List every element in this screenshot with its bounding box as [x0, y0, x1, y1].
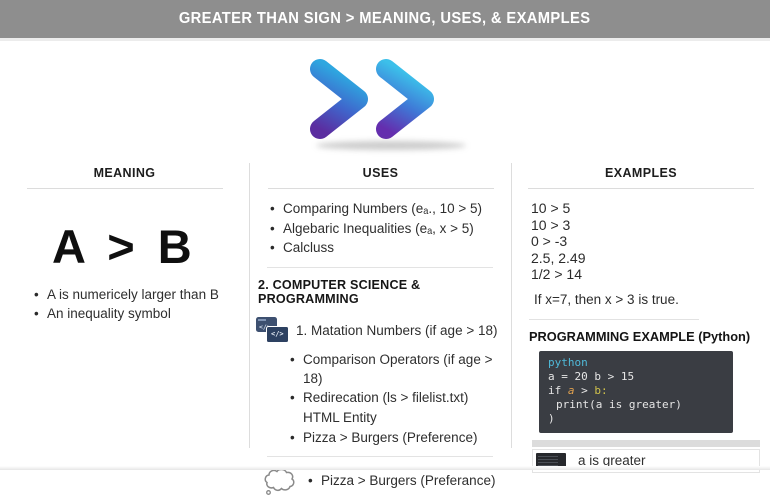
- bottom-edge-strip: [0, 466, 770, 470]
- code-line: python: [548, 356, 724, 370]
- uses-bullet-list: Comparing Numbers (eₐ., 10 > 5) Algebari…: [270, 199, 511, 258]
- chevron-shadow: [316, 141, 466, 150]
- examples-list: 10 > 5 10 > 3 0 > -3 2.5, 2.49 1/2 > 14: [531, 200, 770, 283]
- header-bar: GREATER THAN SIGN > MEANING, USES, & EXA…: [0, 0, 770, 38]
- double-greater-than-icon: [310, 59, 434, 139]
- output-scrollbar-strip: [532, 439, 760, 447]
- thought-bubble-icon: [264, 468, 295, 495]
- list-item: An inequality symbol: [34, 304, 249, 323]
- uses-preference-item: Pizza > Burgers (Preference): [290, 428, 511, 447]
- code-window-front-icon: [266, 325, 289, 343]
- code-lang-label: python: [548, 355, 588, 369]
- list-item: Calcluss: [270, 238, 511, 258]
- thought-item: Pizza > Burgers (Preferance): [308, 473, 495, 488]
- uses-column: USES Comparing Numbers (eₐ., 10 > 5) Alg…: [249, 163, 511, 495]
- chevron-1-icon: [310, 59, 368, 139]
- thought-row: Pizza > Burgers (Preferance): [263, 466, 511, 496]
- meaning-heading-rule: [26, 188, 223, 189]
- examples-note: If x=7, then x > 3 is true.: [534, 291, 679, 307]
- meaning-column: MEANING A > B A is numericely larger tha…: [0, 163, 249, 448]
- list-item: Comparison Operators (if age > 18): [290, 350, 511, 388]
- uses-heading-rule: [267, 188, 494, 189]
- uses-section2-heading: 2. COMPUTER SCIENCE & PROGRAMMING: [258, 277, 421, 306]
- example-item: 0 > -3: [531, 233, 568, 249]
- code-line: a = 20 b > 15: [548, 369, 635, 383]
- examples-column: EXAMPLES 10 > 5 10 > 3 0 > -3 2.5, 2.49 …: [511, 163, 770, 473]
- uses-bottom-divider: [267, 455, 493, 457]
- code-token-var-a: a: [567, 383, 575, 397]
- code-line: ): [548, 411, 555, 425]
- python-code-block: python a = 20 b > 15 if a > b: print(a i…: [539, 350, 733, 433]
- code-line: if a > b:: [548, 384, 724, 398]
- meaning-bullet-list: A is numericely larger than B An inequal…: [34, 285, 249, 323]
- uses-section-divider: [267, 266, 493, 268]
- example-item: 10 > 5: [531, 200, 571, 216]
- example-item: 2.5, 2.49: [531, 249, 586, 266]
- examples-divider: [529, 318, 699, 320]
- content-columns: MEANING A > B A is numericely larger tha…: [0, 163, 770, 495]
- uses-numbered-item: 1. Matation Numbers (if age > 18): [296, 322, 498, 338]
- uses-code-row: 1. Matation Numbers (if age > 18): [256, 316, 511, 347]
- uses-sub-bullet-list: Comparison Operators (if age > 18) Redir…: [290, 350, 511, 407]
- examples-heading: EXAMPLES: [605, 166, 677, 180]
- code-line: print(a is greater): [556, 397, 682, 411]
- code-token: if: [548, 383, 568, 397]
- code-thumbnail-icon: [536, 452, 566, 469]
- code-token-var-b: b:: [594, 383, 608, 397]
- uses-heading: USES: [362, 166, 399, 180]
- output-text: a is greater: [578, 453, 646, 468]
- meaning-heading: MEANING: [93, 166, 156, 180]
- page-title: GREATER THAN SIGN > MEANING, USES, & EXA…: [179, 10, 591, 27]
- examples-heading-rule: [528, 188, 754, 189]
- header-underline: [0, 38, 770, 41]
- chevron-2-icon: [376, 59, 434, 139]
- example-item: 1/2 > 14: [531, 266, 582, 282]
- list-item: A is numericely larger than B: [34, 285, 249, 304]
- code-token: >: [574, 383, 595, 397]
- list-item: Comparing Numbers (eₐ., 10 > 5): [270, 199, 511, 219]
- meaning-expression: A > B: [52, 220, 197, 273]
- list-item: Redirecation (ls > filelist.txt): [290, 388, 511, 407]
- programming-example-heading: PROGRAMMING EXAMPLE (Python): [529, 328, 751, 344]
- uses-plain-item: HTML Entity: [303, 409, 377, 425]
- list-item: Algebaric Inequalities (eₐ, x > 5): [270, 219, 511, 239]
- example-item: 10 > 3: [531, 216, 571, 233]
- code-windows-icon: [256, 316, 289, 347]
